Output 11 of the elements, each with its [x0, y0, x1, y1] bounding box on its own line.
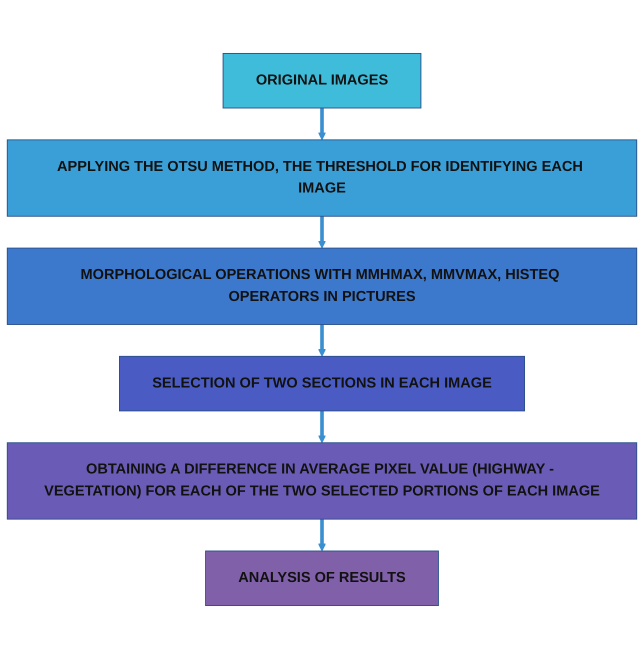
node-box: ORIGINAL IMAGES	[222, 52, 422, 108]
node-box: ANALYSIS OF RESULTS	[205, 550, 439, 606]
arrow	[318, 216, 326, 248]
node-box: SELECTION OF TWO SECTIONS IN EACH IMAGE	[119, 356, 525, 412]
arrow	[318, 410, 326, 444]
node-box: OBTAINING A DIFFERENCE IN AVERAGE PIXEL VALUE (HIGHWAY - VEGETATION) FOR EACH OF THE TWO SELECTED PORTIONS OF EACH IMAGE	[6, 442, 638, 520]
arrow	[318, 519, 326, 552]
node-box: APPLYING THE OTSU METHOD, THE THRESHOLD FOR IDENTIFYING EACH IMAGE	[6, 139, 638, 217]
arrow	[318, 324, 326, 357]
arrow	[318, 108, 326, 140]
node-box: MORPHOLOGICAL OPERATIONS WITH MMHMAX, MMVMAX, HISTEQ OPERATORS IN PICTURES	[6, 248, 638, 325]
